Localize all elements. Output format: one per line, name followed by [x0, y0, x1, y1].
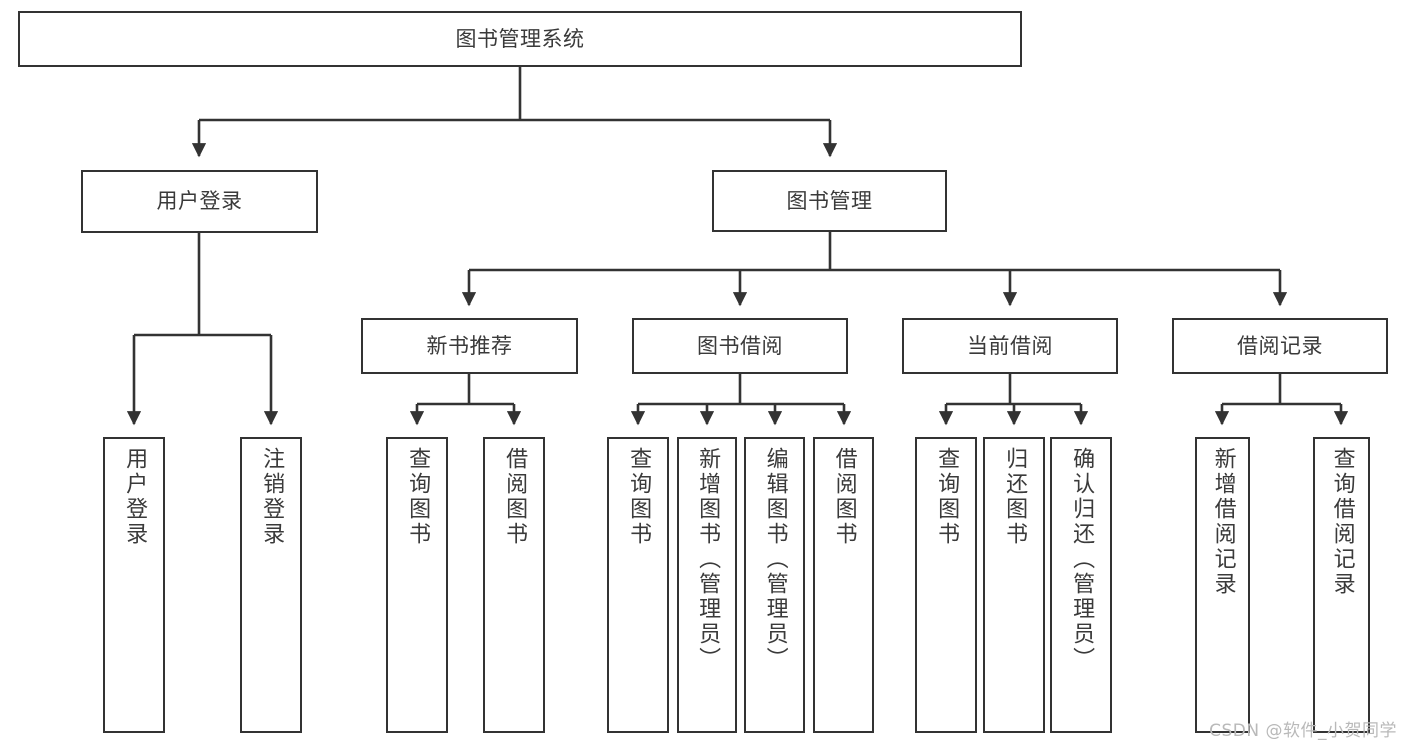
node-label: 归还图书: [1002, 447, 1028, 547]
node-leaf-return-book[interactable]: 归还图书: [983, 437, 1045, 733]
node-label: 查询图书: [934, 447, 960, 547]
node-leaf-query-book-3[interactable]: 查询图书: [915, 437, 977, 733]
node-label: 新书推荐: [426, 333, 513, 358]
node-current-borrow[interactable]: 当前借阅: [902, 318, 1118, 374]
node-user-login[interactable]: 用户登录: [81, 170, 318, 233]
node-label: 借阅图书: [831, 447, 857, 547]
node-leaf-query-book-1[interactable]: 查询图书: [386, 437, 448, 733]
node-label: 查询借阅记录: [1329, 447, 1355, 597]
watermark: CSDN @软件_小贺同学: [1209, 721, 1397, 741]
node-label: 图书管理系统: [455, 26, 585, 51]
node-leaf-query-book-2[interactable]: 查询图书: [607, 437, 669, 733]
node-leaf-add-borrow-record[interactable]: 新增借阅记录: [1195, 437, 1250, 733]
node-label: 用户登录: [156, 189, 243, 214]
node-label: 新增图书（管理员）: [695, 447, 721, 672]
node-leaf-query-borrow-record[interactable]: 查询借阅记录: [1313, 437, 1370, 733]
node-label: 新增借阅记录: [1210, 447, 1236, 597]
node-leaf-logout-login[interactable]: 注销登录: [240, 437, 302, 733]
node-label: 查询图书: [405, 447, 431, 547]
node-book-manage[interactable]: 图书管理: [712, 170, 947, 232]
node-label: 图书管理: [786, 188, 873, 213]
node-new-book-recommend[interactable]: 新书推荐: [361, 318, 578, 374]
node-leaf-borrow-book-1[interactable]: 借阅图书: [483, 437, 545, 733]
node-label: 编辑图书（管理员）: [762, 447, 788, 672]
node-label: 确认归还（管理员）: [1069, 447, 1095, 672]
node-leaf-confirm-return-admin[interactable]: 确认归还（管理员）: [1050, 437, 1112, 733]
node-label: 当前借阅: [967, 333, 1053, 358]
node-leaf-edit-book-admin[interactable]: 编辑图书（管理员）: [744, 437, 805, 733]
node-leaf-add-book-admin[interactable]: 新增图书（管理员）: [677, 437, 737, 733]
node-label: 查询图书: [626, 447, 652, 547]
node-leaf-user-login[interactable]: 用户登录: [103, 437, 165, 733]
node-label: 借阅记录: [1237, 333, 1323, 358]
node-borrow-record[interactable]: 借阅记录: [1172, 318, 1388, 374]
node-label: 注销登录: [259, 447, 285, 547]
node-system-root[interactable]: 图书管理系统: [18, 11, 1022, 67]
node-label: 用户登录: [122, 447, 148, 547]
node-label: 图书借阅: [697, 333, 783, 358]
node-leaf-borrow-book-2[interactable]: 借阅图书: [813, 437, 874, 733]
node-label: 借阅图书: [502, 447, 528, 547]
node-book-borrow[interactable]: 图书借阅: [632, 318, 848, 374]
